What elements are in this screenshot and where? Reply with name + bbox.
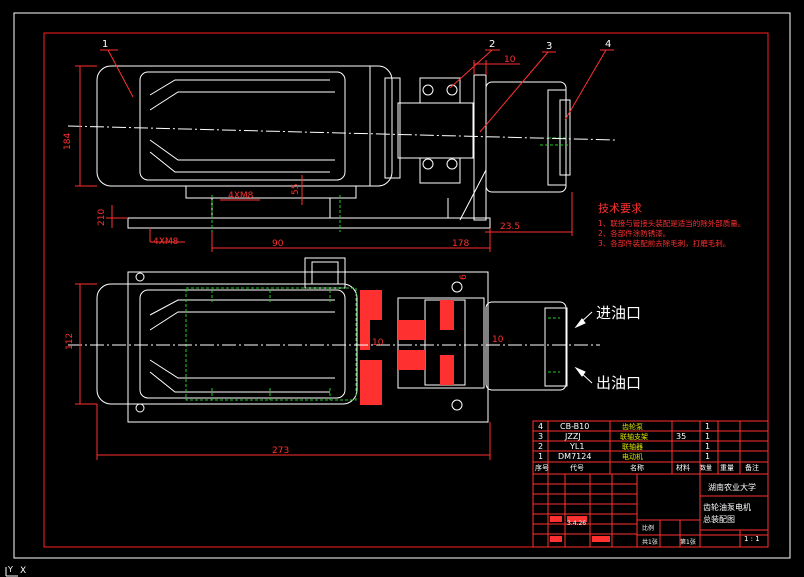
dimension-lines [75, 49, 614, 460]
dim-10-side-b: 10 [492, 335, 504, 345]
bom-row-1-no: 4 [538, 422, 543, 431]
base-plate-front [127, 217, 491, 229]
dim-10-side-a: 10 [372, 338, 384, 348]
section-hatch-lines [359, 289, 383, 386]
drawing-date: 3.4.26 [567, 520, 586, 527]
callout-2: 2 [489, 39, 495, 50]
front-view[interactable] [96, 65, 571, 229]
bom-row-1-code: CB-B10 [560, 422, 589, 431]
bom-row-3-qty: 1 [705, 442, 710, 451]
scale-label: 比例 [642, 524, 654, 532]
bom-table[interactable] [532, 420, 769, 475]
dim-184: 184 [63, 133, 73, 150]
bom-row-4-name: 电动机 [622, 452, 643, 461]
bom-row-4-qty: 1 [705, 452, 710, 461]
bom-row-2-qty: 1 [705, 432, 710, 441]
bom-row-2-name: 联轴支架 [620, 432, 648, 441]
dim-178: 178 [452, 239, 469, 249]
callout-1: 1 [102, 39, 108, 50]
bom-header-name: 名称 [630, 463, 644, 472]
callout-4: 4 [605, 39, 611, 50]
dim-235: 23.5 [500, 222, 520, 232]
dim-10-top: 10 [504, 55, 516, 65]
dim-210: 210 [97, 209, 107, 226]
bom-header-no: 序号 [535, 463, 549, 472]
note-item-1: 1、联接与管接头装配是适当的除外部质量。 [598, 218, 745, 228]
motor-body-front [96, 65, 393, 187]
school-name: 湖南农业大学 [708, 482, 756, 492]
bom-cells: 4 CB-B10 齿轮泵 1 3 JZZJ 联轴支架 35 1 2 YL1 联轴… [535, 422, 759, 472]
bom-header-qty: 数量 [700, 464, 712, 472]
dim-4xm8-bottom: 4XM8 [153, 237, 179, 247]
outer-frame [13, 12, 791, 559]
coupling-front [397, 102, 474, 159]
pump-body-plan [485, 301, 567, 391]
bom-row-3-name: 联轴器 [622, 442, 643, 451]
port-arrows [574, 311, 593, 384]
note-item-3: 3、各部件装配前去除毛刺，打磨毛刺。 [598, 238, 730, 248]
bom-header-mat: 材料 [676, 463, 690, 472]
drawing-title-2: 总装配图 [703, 514, 735, 524]
bracket-front [473, 74, 487, 221]
motor-body-plan [96, 283, 358, 405]
title-block-texts: 湖南农业大学 齿轮油泵电机 总装配图 比例 1 : 1 共1张 第1张 3.4.… [567, 482, 760, 546]
inner-frame [43, 32, 769, 548]
dim-55: 55 [291, 184, 301, 195]
bom-row-1-qty: 1 [705, 422, 710, 431]
coupling-section-plan [397, 297, 485, 389]
base-plate-plan [127, 271, 489, 423]
dim-4xm8-top: 4XM8 [228, 191, 254, 201]
outlet-port-label: 出油口 [596, 374, 641, 392]
notes-title: 技术要求 [598, 202, 642, 215]
dim-6: 6 [459, 274, 469, 280]
part-callouts: 1 2 3 4 [102, 39, 611, 52]
ucs-icon [5, 567, 18, 577]
oil-filler-plan [304, 257, 346, 289]
bom-row-3-no: 2 [538, 442, 543, 451]
inlet-port-label: 进油口 [596, 304, 641, 322]
callout-3: 3 [546, 41, 552, 52]
title-block[interactable] [532, 473, 769, 548]
bom-row-2-code: JZZJ [564, 432, 581, 441]
bom-row-3-code: YL1 [569, 442, 584, 451]
bom-row-2-no: 3 [538, 432, 543, 441]
ucs-axis-x: X [20, 566, 27, 576]
title-block-fills [550, 516, 610, 542]
scale-value: 1 : 1 [744, 535, 760, 543]
ucs-axis-y: Y [8, 565, 13, 574]
dim-112: 112 [65, 333, 75, 350]
front-view-centerline [67, 125, 616, 141]
note-item-2: 2、各部件涂防锈漆。 [598, 228, 670, 238]
dimension-texts: 184 10 4XM8 55 210 4XM8 90 178 23.5 112 … [63, 55, 520, 456]
bom-header-code: 代号 [570, 463, 584, 472]
dim-273: 273 [272, 446, 289, 456]
bom-row-4-code: DM7124 [558, 452, 591, 461]
drawing-title-1: 齿轮油泵电机 [703, 502, 751, 512]
plan-view-hidden-lines [185, 287, 560, 401]
front-view-hidden-lines [211, 137, 570, 232]
section-hatch [360, 290, 454, 405]
bom-row-4-no: 1 [538, 452, 543, 461]
sheet-number: 第1张 [680, 538, 696, 546]
bom-header-note: 备注 [745, 463, 759, 472]
motor-feet-front [185, 185, 357, 199]
status-bar: Y X [0, 565, 804, 577]
sheet-total: 共1张 [642, 538, 658, 546]
bom-row-2-mat: 35 [676, 432, 686, 441]
motor-fins [139, 71, 346, 181]
dim-90: 90 [272, 239, 284, 249]
bom-header-weight: 重量 [720, 464, 734, 472]
bom-row-1-name: 齿轮泵 [622, 422, 643, 431]
